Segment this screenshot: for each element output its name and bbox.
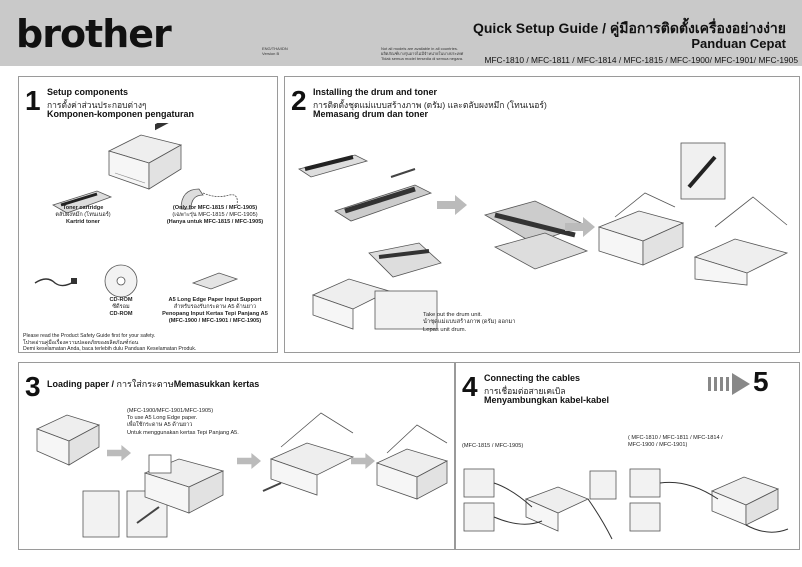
step-4-panel: 4 Connecting the cables การเชื่อมต่อสายเ…	[455, 362, 800, 550]
power-cord-icon	[34, 278, 77, 287]
printer-illustration	[107, 123, 183, 190]
step-number: 3	[25, 371, 41, 402]
paper-support-icon	[191, 272, 239, 290]
step-3-panel: 3 Loading paper / การใส่กระดาษMemasukkan…	[18, 362, 455, 550]
step-title-en: Connecting the cables	[484, 373, 581, 383]
handset-caption: (Only for MFC-1815 / MFC-1905) (เฉพาะรุ่…	[166, 205, 264, 225]
header-banner: brother ENG/THA/IDN Version B Not all mo…	[0, 0, 802, 66]
insert-drum-illustration	[680, 142, 789, 286]
printer-load-paper-illustration	[143, 454, 225, 514]
brother-logo: brother	[16, 12, 172, 56]
printer-open-illustration	[597, 192, 685, 266]
guide-title: Quick Setup Guide / คู่มือการติดตั้งเครื…	[472, 20, 786, 36]
availability-notice: Not all models are available in all coun…	[381, 46, 464, 61]
step-number: 2	[291, 85, 307, 116]
step-title-id: Menyambungkan kabel-kabel	[484, 395, 610, 405]
step-title-en: Installing the drum and toner	[313, 87, 438, 97]
step-number: 4	[462, 371, 478, 402]
right-arrow-icon	[437, 195, 467, 215]
cable-connection-left-illustration	[463, 468, 617, 540]
model-list: MFC-1810 / MFC-1811 / MFC-1814 / MFC-181…	[484, 55, 798, 65]
cdrom-caption: CD-ROM ซีดีรอม CD-ROM	[109, 297, 133, 317]
step-title-th: การเชื่อมต่อสายเคเบิล	[484, 386, 566, 396]
toner-cartridge-icon	[52, 190, 113, 214]
step-2-note: Take out the drum unit. นำชุดแม่แบบสร้าง…	[423, 312, 516, 333]
left-models-label: (MFC-1815 / MFC-1905)	[462, 443, 524, 449]
step-title-en: Setup components	[47, 87, 129, 97]
doc-code: ENG/THA/IDN Version B	[262, 46, 288, 56]
drum-toner-illustration	[298, 154, 433, 222]
right-arrow-icon	[565, 217, 595, 237]
right-arrow-icon	[107, 445, 131, 461]
toner-caption: Toner cartridge ตลับผงหมึก (โทนเนอร์) Ka…	[55, 205, 111, 225]
handset-icon	[180, 188, 238, 210]
cable-connection-right-illustration	[629, 468, 789, 533]
paper-support-caption: A5 Long Edge Paper Input Support สำหรับร…	[162, 297, 268, 324]
printer-closed-illustration	[375, 424, 449, 500]
step-number: 1	[25, 85, 41, 116]
printer-scanner-open-illustration	[262, 412, 355, 496]
step-title-th: การตั้งค่าส่วนประกอบต่างๆ	[47, 100, 147, 110]
right-arrow-icon	[351, 453, 375, 469]
right-arrow-icon	[237, 453, 261, 469]
printer-tray-illustration	[35, 414, 101, 466]
step-title-id: Komponen-komponen pengaturan	[47, 109, 194, 119]
step-3-note: (MFC-1900/MFC-1901/MFC-1905) To use A5 L…	[127, 408, 239, 436]
cdrom-icon	[104, 264, 138, 298]
remove-drum-illustration	[311, 242, 442, 330]
step-2-panel: 2 Installing the drum and toner การติดตั…	[284, 76, 800, 353]
next-step-arrow-icon	[708, 373, 750, 395]
guide-subtitle: Panduan Cepat	[691, 36, 786, 51]
step-title-th: การติดตั้งชุดแม่แบบสร้างภาพ (ดรัม) และตล…	[313, 100, 547, 110]
safety-note: Please read the Product Safety Guide fir…	[23, 333, 197, 352]
next-step-number: 5	[753, 366, 769, 397]
right-models-label: ( MFC-1810 / MFC-1811 / MFC-1814 / MFC-1…	[628, 435, 723, 449]
step-title-id: Memasang drum dan toner	[313, 109, 429, 119]
step-title: Loading paper / การใส่กระดาษMemasukkan k…	[47, 379, 260, 389]
step-1-panel: 1 Setup components การตั้งค่าส่วนประกอบต…	[18, 76, 278, 353]
